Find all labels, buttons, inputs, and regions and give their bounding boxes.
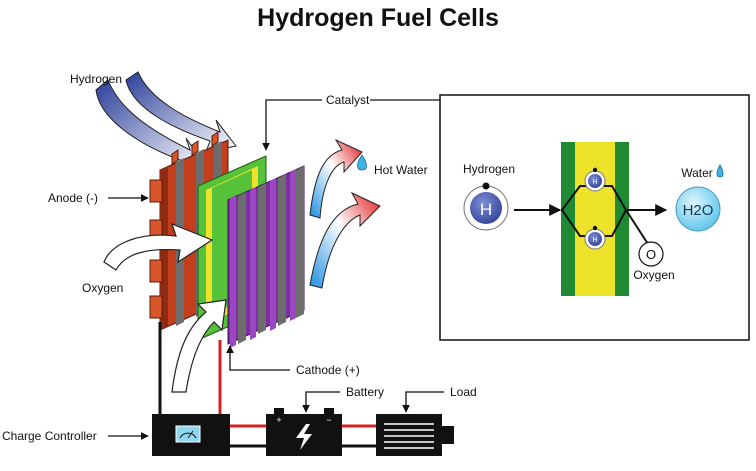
hot-water-arrow-icon: [309, 138, 381, 289]
hydrogen-label: Hydrogen: [70, 72, 123, 86]
catalyst-label: Catalyst: [326, 93, 370, 107]
circuit-wires: [158, 322, 376, 448]
oxygen-label: Oxygen: [82, 281, 124, 295]
svg-text:+: +: [276, 415, 281, 425]
gauge-icon: [179, 432, 197, 439]
reaction-inset: Hydrogen H H H O Oxygen Water H2O: [439, 94, 750, 341]
inset-h-atom-text: H: [480, 200, 492, 219]
inset-hydrogen-label: Hydrogen: [463, 162, 515, 176]
inset-h-small-top: H: [592, 179, 597, 186]
hot-water-label: Hot Water: [374, 163, 428, 177]
load-motor: [376, 414, 454, 456]
cathode-label: Cathode (+): [296, 363, 360, 377]
leader-lines: [108, 99, 444, 440]
water-drop-icon: [716, 164, 724, 178]
inset-h-small-bottom: H: [592, 237, 597, 244]
water-drop-icon: [357, 154, 367, 171]
battery-label: Battery: [346, 385, 385, 399]
load-label: Load: [450, 385, 477, 399]
cathode-plate: [227, 165, 305, 348]
inset-water-formula: H2O: [683, 202, 714, 219]
anode-label: Anode (-): [48, 191, 99, 205]
inset-o-atom-text: O: [646, 247, 656, 262]
charge-controller-label: Charge Controller: [2, 429, 97, 443]
battery: + −: [266, 408, 342, 456]
charge-controller: [152, 414, 230, 456]
inset-water-label: Water: [681, 166, 713, 180]
inset-oxygen-label: Oxygen: [633, 268, 674, 282]
lightning-icon: [296, 424, 312, 450]
diagram-title: Hydrogen Fuel Cells: [257, 4, 499, 32]
oxygen-arrow-icon: [103, 222, 227, 393]
svg-text:−: −: [326, 415, 331, 425]
